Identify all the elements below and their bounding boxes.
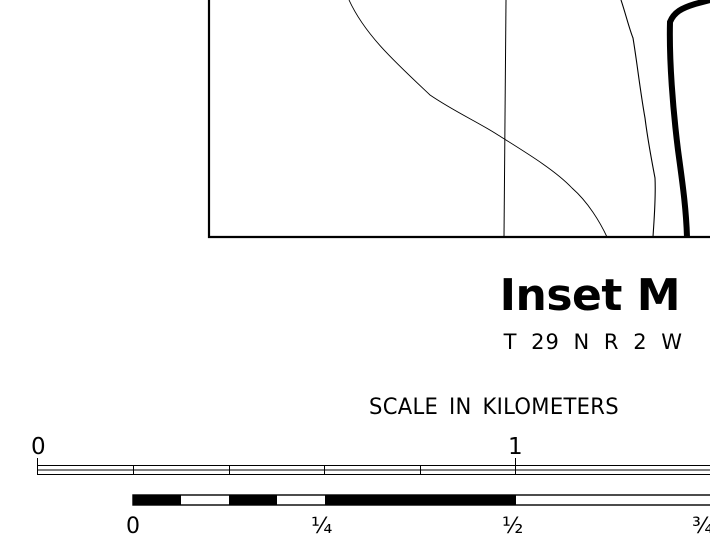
inset-frame: [209, 0, 710, 237]
km-scale-bar: [38, 458, 710, 475]
boundary-line: [670, 0, 710, 237]
section-line: [504, 0, 506, 237]
mile-label-0: 0: [126, 516, 140, 538]
km-label-0: 0: [31, 436, 46, 459]
mile-scale-bar: [133, 495, 710, 505]
scale-title: SCALE IN KILOMETERS: [369, 397, 619, 419]
inset-title: Inset M: [500, 274, 680, 318]
stream-line: [349, 0, 607, 237]
township-range-label: T 29 N R 2 W: [504, 332, 683, 353]
mile-label-three-quarter: ¾: [692, 516, 710, 538]
mile-label-half: ½: [502, 516, 523, 538]
mile-label-quarter: ¼: [311, 516, 332, 538]
km-label-1: 1: [508, 436, 523, 459]
river-bank-line: [621, 0, 655, 237]
